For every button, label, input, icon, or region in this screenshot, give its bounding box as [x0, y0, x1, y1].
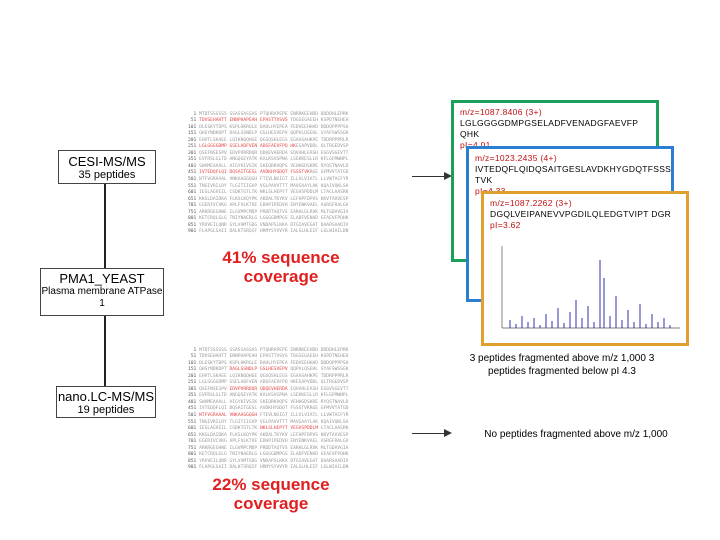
top-coverage-label: 41% sequence coverage [222, 248, 340, 286]
peptide-1-mz: m/z=1087.8406 (3+) [460, 107, 542, 117]
peptide-2-sequence: IVTEDQFLQIDQSAITGESLAVDKHYGDQTFSSS TVK [475, 164, 672, 185]
protein-title: PMA1_YEAST [59, 271, 145, 286]
top-method-box: CESI-MS/MS 35 peptides [58, 150, 156, 184]
top-method-subtitle: 35 peptides [78, 169, 136, 181]
protein-box: PMA1_YEAST Plasma membrane ATPase 1 [40, 268, 164, 316]
bottom-method-box: nano.LC-MS/MS 19 peptides [56, 386, 156, 418]
connector-line-bottom [104, 296, 106, 390]
peptide-3-sequence: DGQLVEIPANEVVPGDILQLEDGTVIPT DGR [490, 209, 672, 219]
bottom-arrow-line [412, 433, 446, 434]
bottom-fragmentation-note: No peptides fragmented above m/z 1,000 [484, 429, 668, 440]
peptide-panel-3: m/z=1087.2262 (3+) DGQLVEIPANEVVPGDILQLE… [481, 191, 689, 346]
bottom-coverage-label: 22% sequence coverage [212, 475, 330, 513]
bottom-method-title: nano.LC-MS/MS [57, 389, 155, 404]
top-arrow-line [412, 176, 446, 177]
ms-ms-spectrum-plot [501, 246, 680, 329]
top-fragmentation-note: 3 peptides fragmented above m/z 1,000 3 … [469, 353, 655, 377]
peptide-3-mz: m/z=1087.2262 (3+) [490, 198, 572, 208]
bottom-sequence-coverage-map: 1 MTDTSSSSSS SSASSASSAS PTQHRAPEPE ENRRK… [188, 347, 349, 471]
top-arrow-head [444, 172, 452, 180]
peptide-1-pi: pI=4.01 [460, 140, 491, 150]
top-sequence-coverage-map: 1 MTDTSSSSSS SSASSASSAS PTQHRAPEPE ENRRK… [188, 111, 349, 235]
bottom-arrow-head [444, 429, 452, 437]
protein-subtitle: Plasma membrane ATPase 1 [41, 286, 163, 309]
peptide-2-mz: m/z=1023.2435 (4+) [475, 153, 557, 163]
top-method-title: CESI-MS/MS [68, 154, 146, 169]
peptide-1-sequence: LGLGGGGDMPGSELADFVENADGFAEVFP QHK [460, 118, 639, 139]
peptide-3-pi: pI=3.62 [490, 220, 521, 230]
connector-line-top [104, 182, 106, 270]
bottom-method-subtitle: 19 peptides [77, 404, 135, 416]
